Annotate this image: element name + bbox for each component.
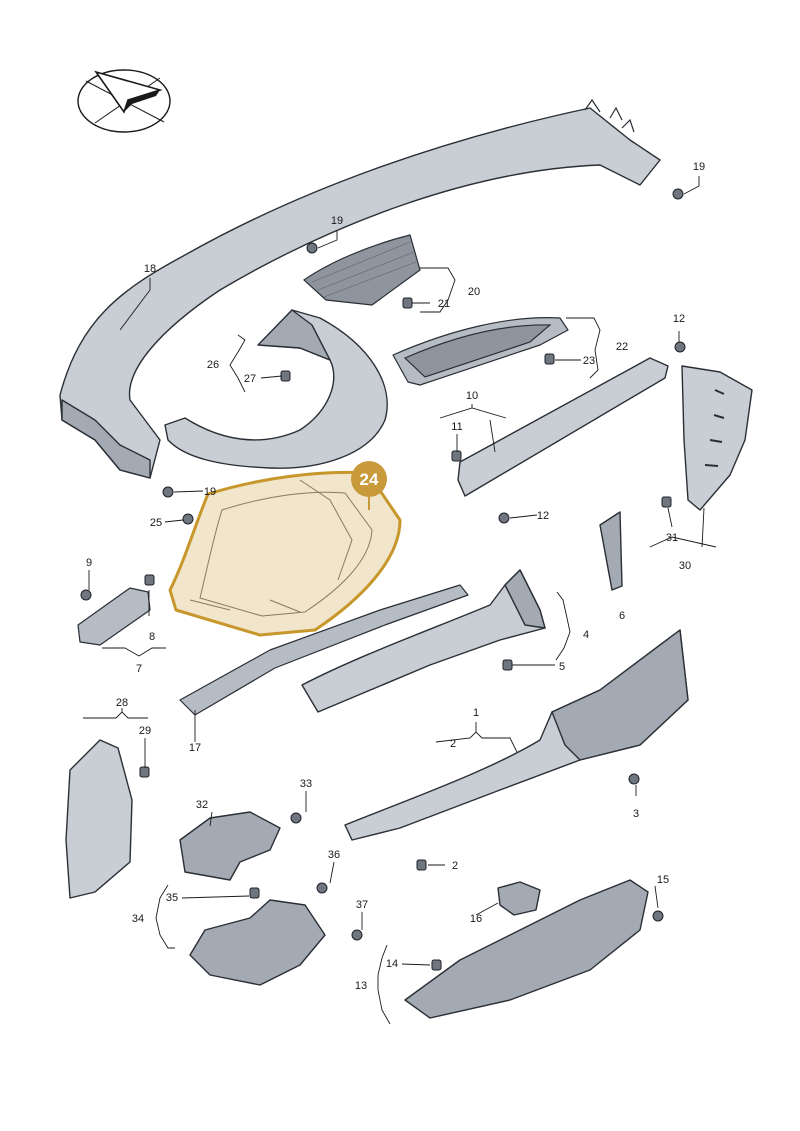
callout-3: 3 (633, 808, 639, 820)
callout-10: 10 (466, 390, 478, 402)
badge-label: 24 (360, 470, 379, 489)
part-6-bracket (599, 511, 623, 591)
callout-14: 14 (386, 958, 398, 970)
leader-lines (83, 176, 717, 1025)
callout-2: 2 (450, 738, 456, 750)
callout-36: 36 (328, 849, 340, 861)
part-30-side-end-cap (681, 365, 753, 511)
callout-28: 28 (116, 697, 128, 709)
callout-13: 13 (355, 980, 367, 992)
callout-26: 26 (207, 359, 219, 371)
part-34-column-shroud-lower (189, 899, 326, 986)
part-4-middle-trim (301, 569, 546, 713)
part-28-side-cover (65, 739, 133, 899)
part-10-right-trim-strip (457, 357, 669, 497)
callout-31: 31 (666, 532, 678, 544)
callout-2: 2 (452, 860, 458, 872)
callout-33: 33 (300, 778, 312, 790)
callout-19: 19 (693, 161, 705, 173)
part-20-speaker-grille (303, 234, 421, 306)
callout-21: 21 (438, 298, 450, 310)
callout-30: 30 (679, 560, 691, 572)
part-32-column-shroud-upper (179, 811, 281, 881)
part-7-switch-housing (77, 587, 151, 646)
part-17-trim-rail (179, 584, 469, 716)
callout-17: 17 (189, 742, 201, 754)
part-16-clip-block (497, 881, 541, 916)
part-1-lower-dash-trim (344, 629, 689, 841)
callout-12: 12 (673, 313, 685, 325)
part-26-cluster-frame (164, 309, 388, 469)
callout-11: 11 (451, 421, 462, 433)
callout-22: 22 (616, 341, 628, 353)
callout-37: 37 (356, 899, 368, 911)
callout-4: 4 (583, 629, 589, 641)
callout-19: 19 (331, 215, 343, 227)
callout-18: 18 (144, 263, 156, 275)
callout-29: 29 (139, 725, 151, 737)
callout-labels: 1 2 2 3 4 5 6 7 8 9 10 11 12 12 13 14 15… (86, 161, 705, 992)
callout-20: 20 (468, 286, 480, 298)
callout-15: 15 (657, 874, 669, 886)
callout-34: 34 (132, 913, 144, 925)
part-24-highlighted-panel (168, 470, 402, 637)
part-13-lower-knee-trim (404, 879, 649, 1019)
callout-35: 35 (166, 892, 178, 904)
callout-32: 32 (196, 799, 208, 811)
callout-5: 5 (559, 661, 565, 673)
callout-27: 27 (244, 373, 256, 385)
callout-8: 8 (149, 631, 155, 643)
callout-12: 12 (537, 510, 549, 522)
orientation-arrow-icon (77, 69, 171, 133)
callout-9: 9 (86, 557, 92, 569)
callout-6: 6 (619, 610, 625, 622)
callout-16: 16 (470, 913, 482, 925)
callout-7: 7 (136, 663, 142, 675)
callout-1: 1 (473, 707, 479, 719)
highlight-badge-24: 24 (351, 461, 387, 510)
callout-23: 23 (583, 355, 595, 367)
part-22-vent-grille (392, 317, 569, 386)
part-18-upper-trim-strip (59, 98, 661, 479)
callout-25: 25 (150, 517, 162, 529)
callout-19: 19 (204, 486, 216, 498)
